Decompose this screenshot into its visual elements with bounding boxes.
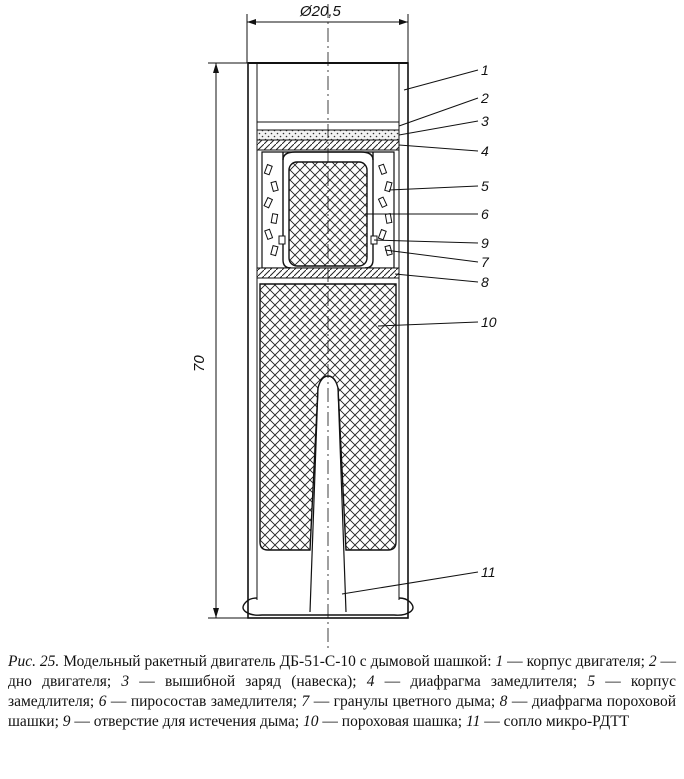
- callout-1: 1: [481, 62, 489, 78]
- figure-caption: Рис. 25. Модельный ракетный двигатель ДБ…: [8, 653, 677, 730]
- callout-10: 10: [481, 314, 497, 330]
- length-label: 70: [191, 355, 208, 372]
- caption-title: Модельный ракетный двигатель ДБ-51-С-10 …: [63, 653, 492, 670]
- caption-item-text: диафрагма замедлителя;: [410, 673, 578, 690]
- callout-4: 4: [481, 143, 489, 159]
- caption-item-text: корпус двигателя;: [526, 653, 645, 670]
- caption-item-text: пиросостав замедлителя;: [130, 693, 298, 710]
- caption-item-text: диафрагма пороховой шашки;: [8, 693, 677, 730]
- caption-item-num: 1: [495, 653, 504, 670]
- callout-9: 9: [481, 235, 489, 251]
- length-dimension: 70: [191, 62, 250, 619]
- callout-5: 5: [481, 178, 489, 194]
- caption-item-text: гранулы цветного дыма;: [333, 693, 496, 710]
- caption-item-num: 11: [465, 713, 481, 730]
- leader-lines: [341, 69, 479, 595]
- caption-item-num: 3: [121, 673, 130, 690]
- caption-item-num: 4: [366, 673, 375, 690]
- caption-item-num: 5: [587, 673, 596, 690]
- caption-item-num: 9: [62, 713, 71, 730]
- caption-item-text: сопло микро-РДТТ: [503, 713, 630, 730]
- caption-item-num: 2: [648, 653, 657, 670]
- diameter-label: Ø20,5: [299, 3, 342, 20]
- caption-item-text: вышибной заряд (навеска);: [164, 673, 357, 690]
- nozzle-channel: [309, 387, 347, 613]
- caption-item-num: 10: [303, 713, 319, 730]
- engine-diagram: Ø20,5 70: [191, 3, 497, 648]
- caption-item-text: пороховая шашка;: [341, 713, 463, 730]
- callout-11: 11: [481, 564, 496, 580]
- callout-3: 3: [481, 113, 489, 129]
- figure-number: Рис. 25.: [8, 653, 60, 670]
- callout-6: 6: [481, 206, 489, 222]
- caption-item-num: 7: [301, 693, 310, 710]
- callout-8: 8: [481, 274, 489, 290]
- callout-7: 7: [481, 254, 490, 270]
- caption-item-num: 8: [499, 693, 508, 710]
- smoke-granules: [263, 163, 393, 257]
- caption-item-text: отверстие для истечения дыма;: [93, 713, 300, 730]
- caption-item-text: дно двигателя;: [8, 673, 112, 690]
- diameter-dimension: Ø20,5: [246, 3, 409, 63]
- callout-2: 2: [480, 90, 489, 106]
- caption-item-num: 6: [98, 693, 107, 710]
- caption-item-text: корпус замедлителя;: [8, 673, 677, 710]
